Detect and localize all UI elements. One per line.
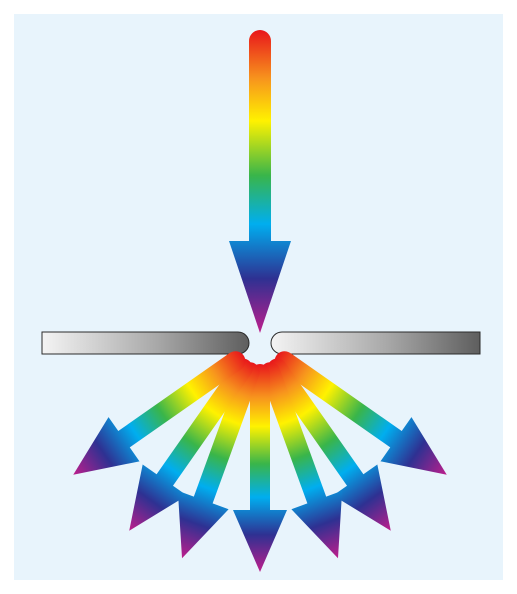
left-slit-plate [42, 332, 249, 354]
right-slit-plate [271, 332, 480, 354]
diffraction-diagram [14, 14, 503, 580]
